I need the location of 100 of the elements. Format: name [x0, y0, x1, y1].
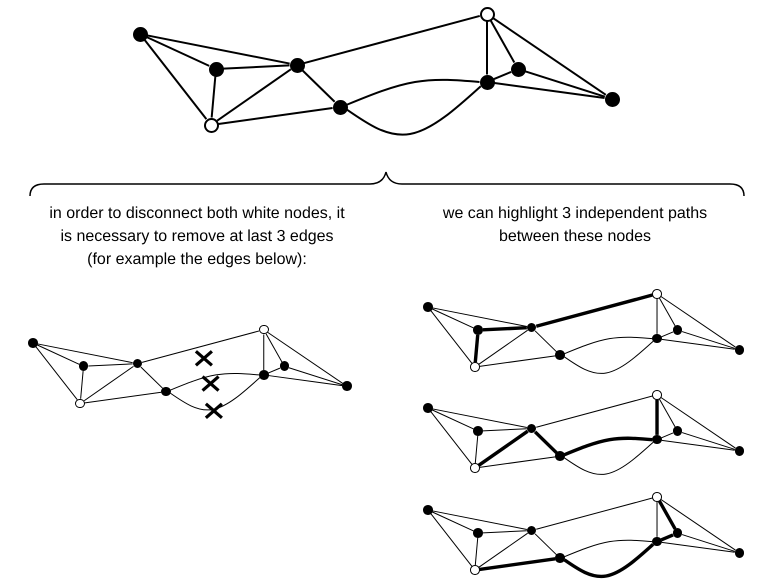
- graph-edge: [494, 82, 605, 99]
- filled-vertex: [342, 381, 352, 392]
- graph-edge: [482, 530, 528, 534]
- graph-edge: [490, 20, 516, 63]
- highlighted-edge: [479, 557, 556, 572]
- filled-vertex: [672, 528, 682, 538]
- filled-vertex: [161, 386, 171, 396]
- filled-vertex: [526, 322, 536, 332]
- filled-vertex: [473, 426, 483, 436]
- filled-vertex: [290, 58, 304, 72]
- filled-vertex: [280, 361, 290, 372]
- filled-vertex: [423, 302, 433, 312]
- filled-vertex: [258, 370, 269, 380]
- graph-edge: [486, 22, 488, 74]
- graph-edge: [346, 85, 482, 136]
- graph-edge: [84, 392, 162, 404]
- caption-text: in order to disconnect both white nodes, it is necessary to remove at last 3 edges (for example the edges below):: [48, 204, 346, 270]
- filled-vertex: [423, 403, 433, 413]
- filled-vertex: [555, 553, 565, 563]
- highlighted-edge: [474, 334, 480, 362]
- graph-edge: [84, 366, 134, 402]
- graph-edge: [656, 298, 658, 334]
- open-vertex: [470, 463, 480, 473]
- filled-vertex: [604, 92, 620, 106]
- graph-edge: [658, 297, 676, 326]
- graph-edge: [661, 542, 736, 553]
- filled-vertex: [132, 26, 148, 42]
- graph-edge: [534, 330, 558, 352]
- graph-edge: [478, 330, 528, 365]
- graph-edge: [218, 107, 333, 125]
- filled-vertex: [734, 446, 744, 456]
- graph-edge: [170, 372, 260, 391]
- graph-edge: [432, 408, 528, 428]
- graph-edge: [482, 428, 528, 432]
- graph-edge: [536, 396, 653, 428]
- graph-edge: [660, 296, 736, 348]
- graph-edge: [37, 343, 134, 364]
- graph-edge: [479, 355, 556, 367]
- open-vertex: [75, 398, 85, 408]
- highlighted-edge: [564, 543, 654, 578]
- graph-edge: [536, 498, 653, 530]
- graph-edge: [268, 368, 280, 374]
- graph-edge: [142, 330, 260, 363]
- filled-vertex: [555, 350, 565, 360]
- filled-vertex: [652, 334, 662, 344]
- graph-edge: [216, 68, 292, 122]
- filled-vertex: [473, 528, 483, 538]
- graph-edge: [88, 363, 134, 367]
- graph-edge: [474, 435, 478, 464]
- highlighted-edge: [534, 430, 558, 454]
- graph-edge: [564, 540, 653, 558]
- graph-edge: [346, 78, 480, 106]
- graph-edge: [682, 534, 736, 552]
- graph-edge: [432, 307, 528, 328]
- graph-edge: [432, 510, 528, 530]
- filled-vertex: [208, 62, 224, 76]
- filled-vertex: [423, 505, 433, 515]
- graph-edge: [266, 333, 283, 363]
- graph-edge: [660, 397, 736, 449]
- filled-vertex: [734, 345, 744, 355]
- graph-edge: [474, 537, 478, 566]
- filled-vertex: [480, 74, 494, 90]
- filled-vertex: [672, 325, 682, 335]
- graph-edge: [140, 366, 164, 389]
- graph-edge: [170, 377, 260, 410]
- open-vertex: [652, 390, 662, 400]
- filled-vertex: [332, 100, 348, 114]
- filled-vertex: [652, 434, 662, 444]
- graph-edge: [430, 310, 472, 364]
- highlighted-edge: [660, 533, 674, 542]
- filled-vertex: [473, 325, 483, 335]
- highlighted-edge: [655, 400, 659, 435]
- graph-edge: [524, 70, 606, 98]
- graph-edge: [432, 512, 474, 532]
- highlighted-edge: [564, 436, 652, 456]
- filled-vertex: [672, 426, 682, 436]
- graph-edge: [35, 346, 78, 400]
- open-vertex: [470, 362, 480, 372]
- graph-edge: [268, 375, 343, 386]
- graph-edge: [658, 398, 676, 428]
- graph-edge: [267, 332, 344, 384]
- open-vertex: [652, 289, 662, 299]
- graph-edge: [682, 432, 736, 450]
- graph-edge: [564, 340, 654, 374]
- graph-edge: [534, 533, 558, 556]
- graph-edge: [682, 331, 736, 349]
- graph-edge: [288, 367, 343, 386]
- graph-edge: [494, 70, 512, 80]
- graph-edge: [302, 70, 336, 102]
- graph-edge: [80, 370, 84, 400]
- filled-vertex: [652, 536, 662, 546]
- graph-edge: [146, 36, 210, 67]
- filled-vertex: [734, 548, 744, 558]
- caption-text: we can highlight 3 independent paths between these nodes: [442, 204, 708, 247]
- filled-vertex: [28, 338, 38, 348]
- graph-edge: [656, 501, 658, 538]
- graph-edge: [564, 442, 654, 475]
- graph-edge: [661, 440, 736, 451]
- graph-edge: [223, 64, 290, 70]
- graph-edge: [432, 308, 474, 329]
